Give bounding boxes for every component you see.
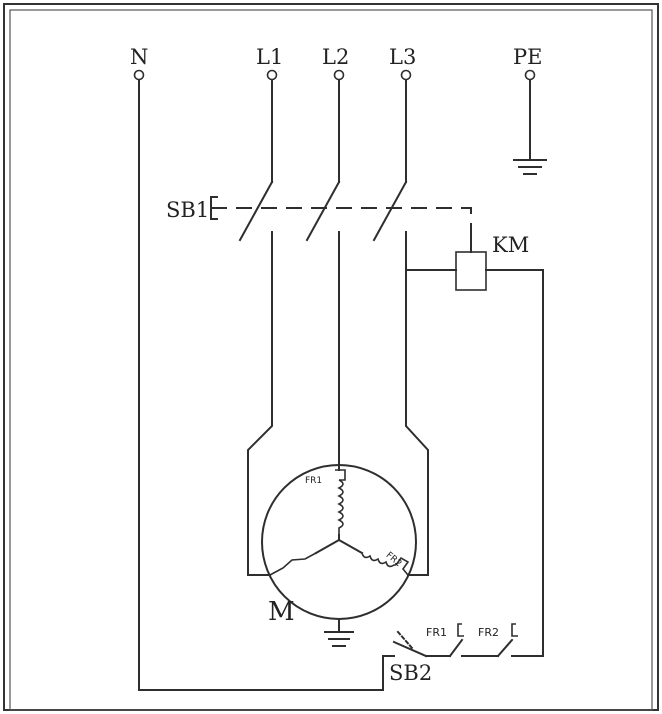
label-l2: L2 [322, 45, 349, 69]
terminal-pe [524, 69, 536, 81]
l3-lower-wire [405, 231, 429, 576]
motor-earth-symbol [324, 618, 354, 647]
label-sb1: SB1 [166, 198, 209, 222]
sb1-switch-contacts [238, 180, 408, 242]
motor-winding-left [269, 552, 317, 576]
terminal-n [133, 69, 145, 81]
label-l3: L3 [389, 45, 416, 69]
fr2-contact [485, 623, 544, 658]
label-l1: L1 [256, 45, 283, 69]
km-return-wire [485, 269, 544, 657]
neutral-wire [138, 79, 384, 691]
label-motor: M [268, 597, 295, 627]
motor-winding-right [361, 552, 396, 568]
sb2-pushbutton [382, 630, 451, 691]
km-coil [455, 251, 487, 291]
motor-fr1-element [335, 469, 346, 481]
diagram-frame [3, 3, 659, 711]
label-fr2: FR2 [478, 626, 499, 639]
label-fr1: FR1 [426, 626, 447, 639]
label-motor-fr1: FR1 [305, 476, 322, 486]
label-n: N [130, 45, 148, 69]
fr1-contact [448, 623, 487, 658]
motor-winding-top [337, 479, 344, 535]
label-pe: PE [513, 45, 542, 69]
label-km: KM [492, 233, 529, 257]
label-sb2: SB2 [389, 661, 432, 685]
motor-symbol [247, 459, 429, 620]
l1-lower-wire [247, 231, 273, 576]
motor-fr2-element [395, 556, 410, 576]
terminal-l1 [266, 69, 278, 81]
sb1-mechanical-linkage [211, 207, 472, 232]
pe-earth-symbol [513, 79, 547, 175]
terminal-l3 [400, 69, 412, 81]
terminal-l2 [333, 69, 345, 81]
label-motor-fr2: FR2 [384, 550, 404, 569]
